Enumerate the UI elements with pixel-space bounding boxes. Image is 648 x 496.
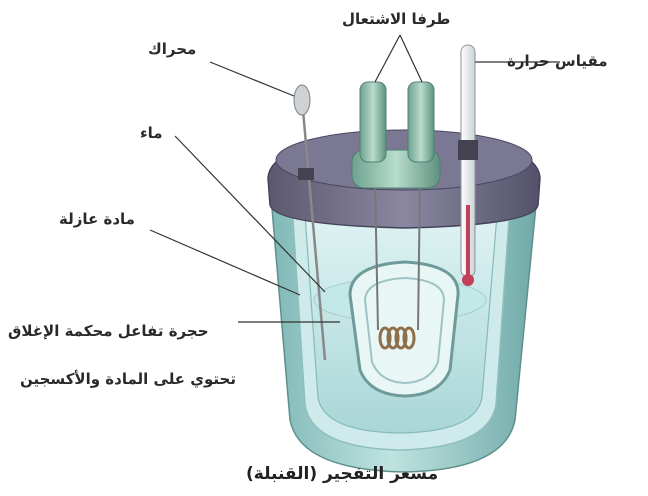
leader-ignition-left xyxy=(375,35,400,82)
label-chamber-line2: تحتوي على المادة والأكسجين xyxy=(20,370,236,388)
label-thermometer: مقياس حرارة xyxy=(507,52,608,70)
label-motor: محراك xyxy=(148,40,196,58)
stirrer-base xyxy=(298,168,314,180)
right-terminal xyxy=(408,82,434,162)
leader-ignition-right xyxy=(400,35,422,82)
label-water: ماء xyxy=(140,124,163,142)
diagram-caption: مسعر التفجير (القنبلة) xyxy=(246,464,438,484)
leader-motor xyxy=(210,62,294,96)
label-insulator: مادة عازلة xyxy=(59,210,135,228)
left-terminal xyxy=(360,82,386,162)
label-ignition-terminals: طرفا الاشتعال xyxy=(342,10,450,28)
label-chamber-line1: حجرة تفاعل محكمة الإغلاق xyxy=(8,322,209,340)
thermometer-base xyxy=(458,140,478,160)
thermometer-bulb xyxy=(462,274,474,286)
stirrer-handle xyxy=(294,85,310,115)
